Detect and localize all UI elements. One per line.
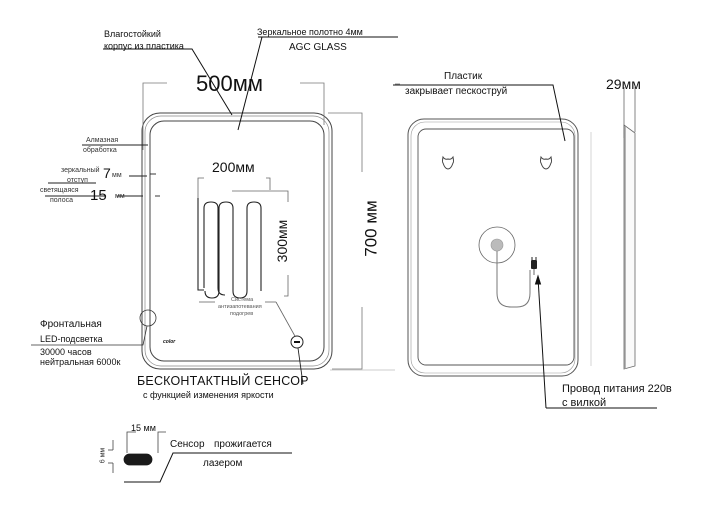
leader-lines-top — [103, 36, 398, 131]
diamond-label-line1: Алмазная — [86, 137, 119, 144]
brand-logo: color — [163, 339, 176, 345]
mirror-offset-label-line2: отступ — [67, 177, 88, 184]
led-label-line2: LED-подсветка — [40, 334, 103, 344]
sensor-height-label: 6 мм — [99, 447, 107, 464]
heater-dimensions — [197, 177, 297, 339]
sensor-width-label: 15 мм — [131, 423, 156, 433]
mirror-offset-label-line1: зеркальный — [61, 167, 100, 174]
front-mirror — [141, 112, 333, 370]
sensor-label-line2: с функцией изменения яркости — [143, 390, 274, 400]
heater-label-line2: антизапотевания — [218, 304, 262, 310]
mirror-offset-unit: мм — [112, 172, 122, 179]
sensor-detail-label-1: Сенсор — [170, 439, 205, 450]
led-label-line3: 30000 часов — [40, 347, 92, 357]
width-dimension — [142, 82, 325, 150]
sensor-detail-label-3: лазером — [203, 458, 243, 469]
back-heater-connector — [478, 226, 537, 308]
light-strip-label-line2: полоса — [50, 197, 73, 204]
heater-element — [197, 198, 262, 299]
height-dimension — [328, 83, 400, 370]
sensor-label-line1: БЕСКОНТАКТНЫЙ СЕНСОР — [137, 374, 309, 388]
power-label-line2: с вилкой — [562, 397, 607, 409]
plastic-leader — [393, 84, 566, 142]
led-label-line4: нейтральная 6000к — [40, 357, 121, 367]
sensor-detail-label-2: прожигается — [214, 439, 272, 450]
mirror-label-line1: Зеркальное полотно 4мм — [257, 27, 363, 37]
power-label-line1: Провод питания 220в — [562, 383, 672, 395]
width-dimension-label: 500мм — [196, 71, 263, 96]
height-dimension-label: 700 мм — [361, 200, 381, 257]
plastic-label-line2: закрывает пескоструй — [405, 86, 508, 97]
edge-annotation-lines — [45, 144, 160, 197]
mirror-offset-value: 7 — [103, 165, 111, 181]
diamond-label-line2: обработка — [83, 147, 117, 154]
heater-label-line3: подогрев — [230, 311, 254, 317]
sensor-detail — [108, 431, 292, 483]
housing-label-line2: корпус из пластика — [104, 41, 184, 51]
power-leader — [534, 274, 657, 409]
heater-label-line1: Система — [231, 297, 254, 303]
mirror-label-line2: AGC GLASS — [289, 42, 347, 53]
depth-dimension-label: 29мм — [606, 76, 641, 92]
heater-height-label: 300мм — [274, 219, 290, 263]
led-label-line1: Фронтальная — [40, 319, 102, 330]
light-strip-value: 15 — [90, 187, 107, 204]
light-strip-unit: мм — [115, 193, 125, 200]
heater-width-label: 200мм — [212, 159, 255, 175]
touch-sensor — [290, 335, 304, 385]
hanging-hooks — [442, 155, 552, 170]
led-highlight — [31, 309, 157, 346]
plastic-label-line1: Пластик — [444, 71, 483, 82]
light-strip-label-line1: светящаяся — [40, 187, 79, 194]
housing-label-line1: Влагостойкий — [104, 29, 161, 39]
back-panel — [407, 118, 579, 377]
side-profile — [590, 87, 636, 370]
